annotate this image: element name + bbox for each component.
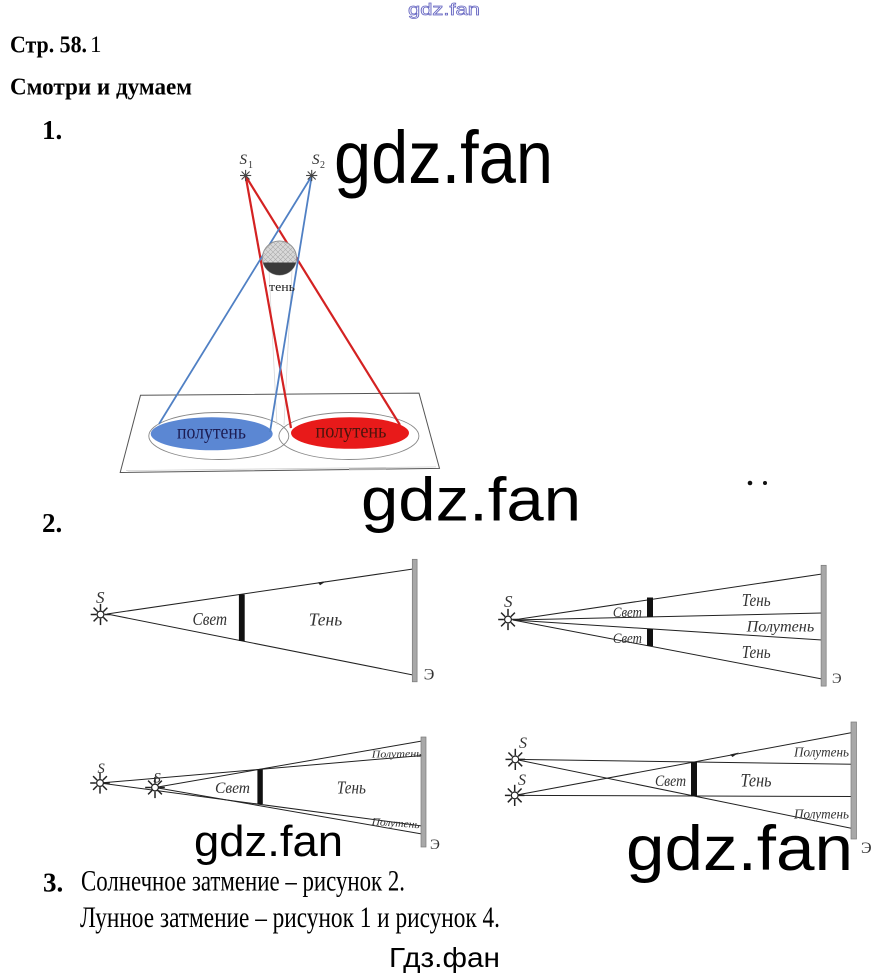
svg-text:S: S (518, 772, 526, 789)
svg-text:2: 2 (320, 160, 325, 171)
svg-text:S: S (96, 588, 105, 607)
svg-text:Э: Э (861, 840, 872, 857)
svg-text:Солнечное затмение – рисунок 2: Солнечное затмение – рисунок 2. (81, 866, 405, 898)
svg-text:Свет: Свет (613, 605, 642, 621)
svg-text:Э: Э (424, 666, 435, 683)
svg-text:Тень: Тень (309, 610, 343, 630)
svg-text:Тень: Тень (742, 590, 771, 610)
svg-text:S: S (312, 152, 320, 168)
svg-text:S: S (98, 761, 106, 777)
svg-text:Тень: Тень (742, 642, 771, 662)
svg-text:S: S (240, 152, 248, 168)
svg-text:тень: тень (269, 280, 295, 294)
svg-text:Тень: Тень (337, 778, 366, 798)
svg-text:S: S (154, 771, 162, 787)
svg-text:Гдз.фан: Гдз.фан (389, 942, 500, 973)
svg-text:Полутень: Полутень (793, 745, 849, 760)
svg-text:Свет: Свет (193, 609, 228, 629)
svg-text:gdz.fan: gdz.fan (408, 0, 480, 19)
svg-text:Полутень: Полутень (793, 808, 849, 823)
svg-text:Свет: Свет (613, 631, 642, 647)
svg-text:Полутень: Полутень (746, 618, 815, 635)
svg-text:Э: Э (832, 671, 842, 687)
svg-text:2.: 2. (42, 508, 62, 538)
svg-text:Свет: Свет (215, 780, 250, 797)
svg-text:полутень: полутень (316, 421, 387, 443)
svg-text:Смотри и думаем: Смотри и думаем (10, 75, 192, 101)
svg-text:gdz.fan: gdz.fan (334, 116, 553, 199)
svg-text:полутень: полутень (177, 422, 246, 444)
svg-text:Полутень: Полутень (370, 749, 422, 761)
svg-text:gdz.fan: gdz.fan (361, 466, 581, 534)
svg-text:S: S (504, 592, 513, 611)
svg-text:1: 1 (90, 32, 102, 57)
svg-text:gdz.fan: gdz.fan (626, 814, 853, 884)
svg-text:Свет: Свет (655, 773, 686, 790)
svg-text:1: 1 (248, 160, 253, 171)
svg-text:gdz.fan: gdz.fan (194, 817, 343, 866)
svg-text:Тень: Тень (741, 771, 772, 792)
svg-text:Полутень: Полутень (370, 817, 420, 831)
svg-text:3.: 3. (43, 868, 63, 898)
svg-text:S: S (519, 735, 527, 752)
svg-text:1.: 1. (42, 115, 62, 145)
svg-text:Стр. 58.: Стр. 58. (10, 32, 87, 58)
svg-text:Э: Э (430, 837, 440, 853)
svg-text:Лунное затмение – рисунок 1 и: Лунное затмение – рисунок 1 и рисунок 4. (80, 902, 500, 934)
